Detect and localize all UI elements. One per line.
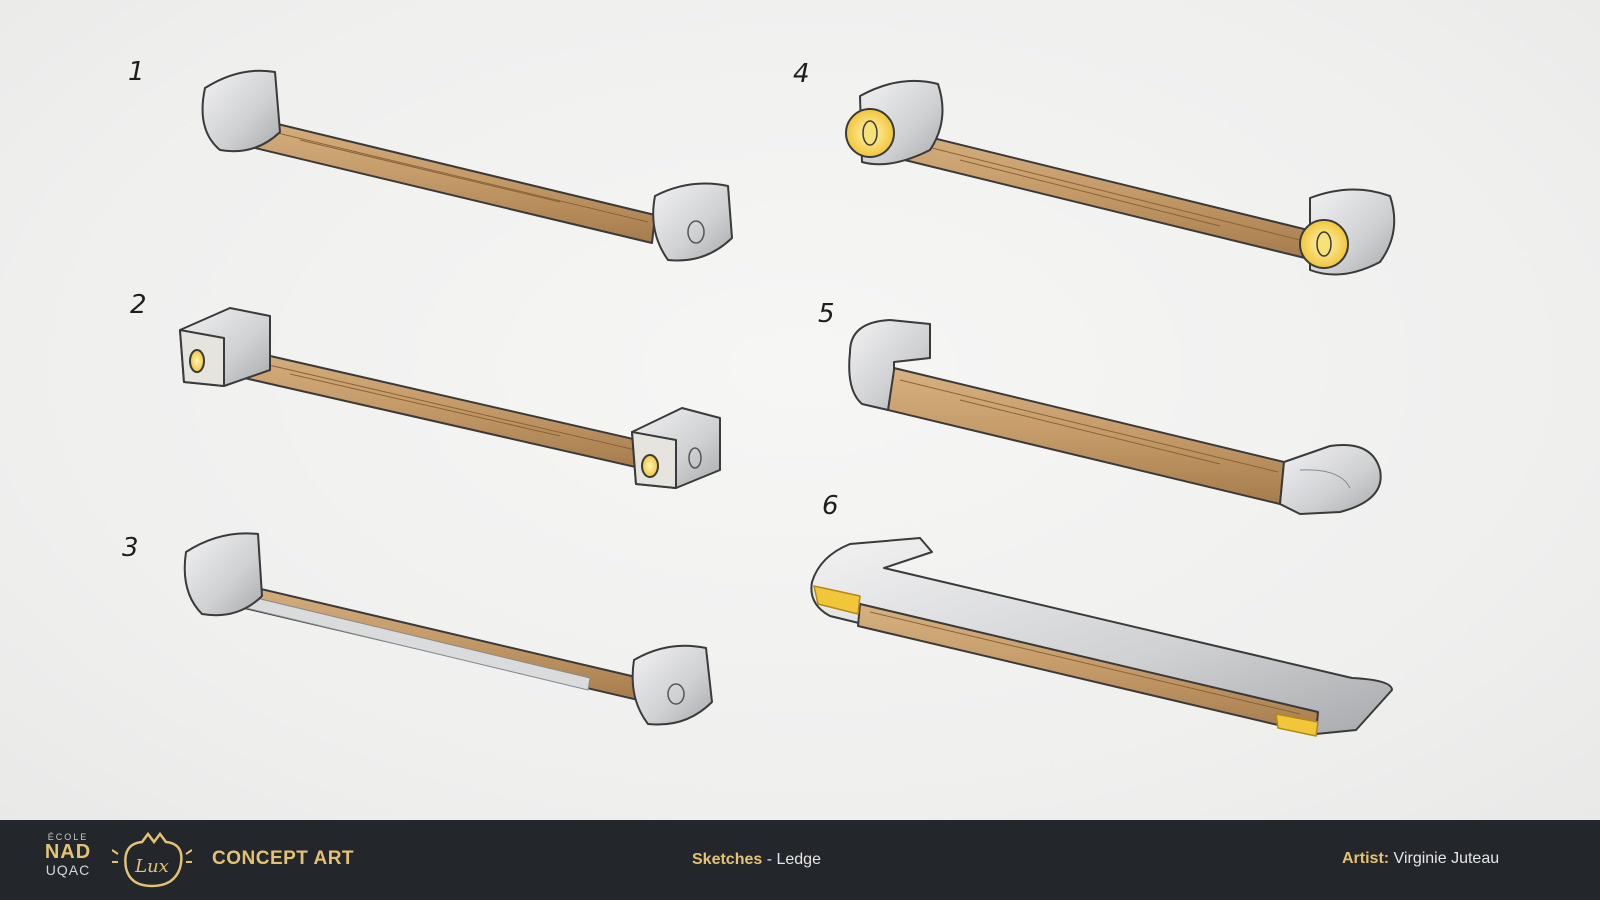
- nad-logo-icon: ÉCOLE NAD UQAC: [38, 832, 98, 892]
- school-label-top: ÉCOLE: [47, 832, 89, 842]
- ledge-sketch-1: [201, 69, 733, 262]
- artist-label: Artist:: [1342, 850, 1390, 867]
- artist-credit: Artist: Virginie Juteau: [1342, 850, 1499, 868]
- section-title: CONCEPT ART: [212, 848, 355, 869]
- ledge-sketches: 1 2 3 4 5 6: [122, 57, 1396, 737]
- sketch-number-6: 6: [822, 491, 839, 521]
- sketch-number-5: 5: [818, 299, 835, 329]
- sketch-number-2: 2: [130, 290, 147, 320]
- sketch-number-4: 4: [793, 59, 810, 89]
- ledge-sketch-5: [848, 319, 1382, 515]
- artist-name: Virginie Juteau: [1389, 850, 1500, 867]
- ledge-sketch-3: [183, 532, 713, 726]
- sketch-canvas: 1 2 3 4 5 6: [0, 0, 1600, 820]
- sketch-number-1: 1: [128, 57, 145, 87]
- lux-logo-icon: Lux: [111, 828, 193, 892]
- ledge-sketch-6: [810, 537, 1393, 737]
- ledge-sketch-2: [179, 307, 721, 489]
- footer-bar: ÉCOLE NAD UQAC Lux CONCEPT ART Sketches …: [0, 820, 1600, 900]
- lux-logo-text: Lux: [134, 856, 169, 877]
- sketch-caption: Sketches - Ledge: [692, 851, 821, 869]
- sketches-subject: - Ledge: [762, 851, 821, 868]
- school-label-bottom: UQAC: [45, 862, 91, 878]
- school-label-mid: NAD: [44, 841, 92, 863]
- ledge-sketch-4: [845, 79, 1396, 276]
- sketch-number-3: 3: [122, 533, 139, 563]
- sketches-label: Sketches: [692, 851, 763, 868]
